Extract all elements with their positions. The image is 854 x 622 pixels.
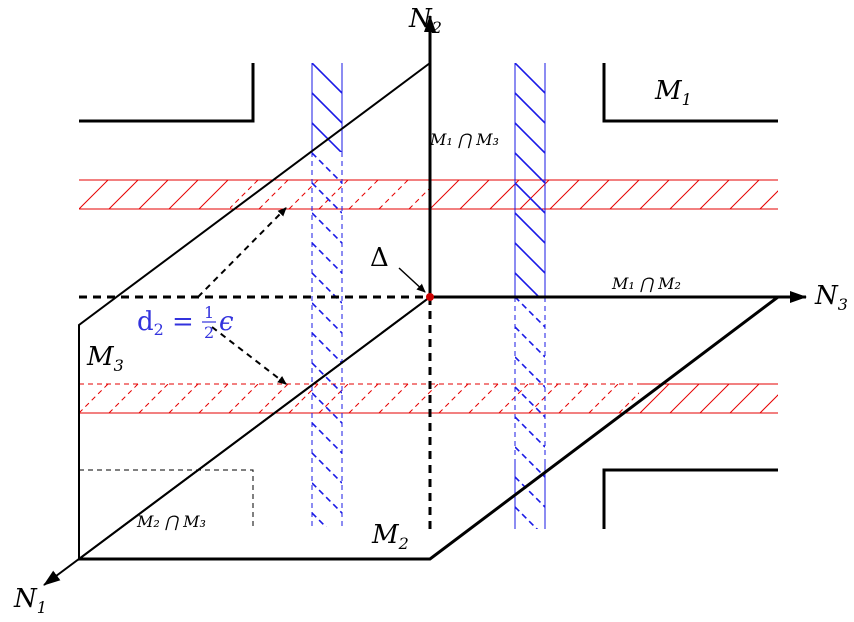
bracket-bottom-left-dashed <box>79 469 254 529</box>
label-m1: M1 <box>654 76 692 109</box>
svg-text:ϵ: ϵ <box>219 307 234 337</box>
label-d2: d2 = 1 2 ϵ <box>137 303 234 342</box>
label-m1-cap-m3: M₁ ⋂ M₃ <box>429 130 499 149</box>
label-m1-cap-m2: M₁ ⋂ M₂ <box>611 274 681 293</box>
label-delta: Δ <box>370 243 389 273</box>
plane-m2-solid <box>79 295 779 561</box>
label-m2-cap-m3: M₂ ⋂ M₃ <box>136 512 206 531</box>
label-m3: M3 <box>86 342 124 375</box>
delta-arrow <box>398 267 426 293</box>
bracket-bottom-right <box>602 468 778 529</box>
label-n1: N1 <box>13 584 47 617</box>
blue-strip-left <box>311 63 343 527</box>
bracket-top-left <box>79 63 255 123</box>
bracket-top-right <box>602 63 778 123</box>
label-m2: M2 <box>371 520 409 553</box>
blue-strip-right <box>514 63 546 529</box>
d2-arrow-up <box>197 207 287 298</box>
axis-n1 <box>43 296 431 586</box>
origin-point <box>426 293 434 301</box>
svg-text:2: 2 <box>204 323 214 342</box>
red-strip-bottom <box>79 383 778 414</box>
label-n2: N2 <box>408 4 442 37</box>
label-n3: N3 <box>814 281 848 314</box>
d2-arrow-down <box>211 326 287 385</box>
red-strip-top <box>79 179 778 210</box>
svg-text:1: 1 <box>204 303 214 322</box>
plane-m3-solid <box>78 62 431 561</box>
svg-text:d2: d2 <box>137 307 164 339</box>
svg-text:=: = <box>172 307 194 337</box>
